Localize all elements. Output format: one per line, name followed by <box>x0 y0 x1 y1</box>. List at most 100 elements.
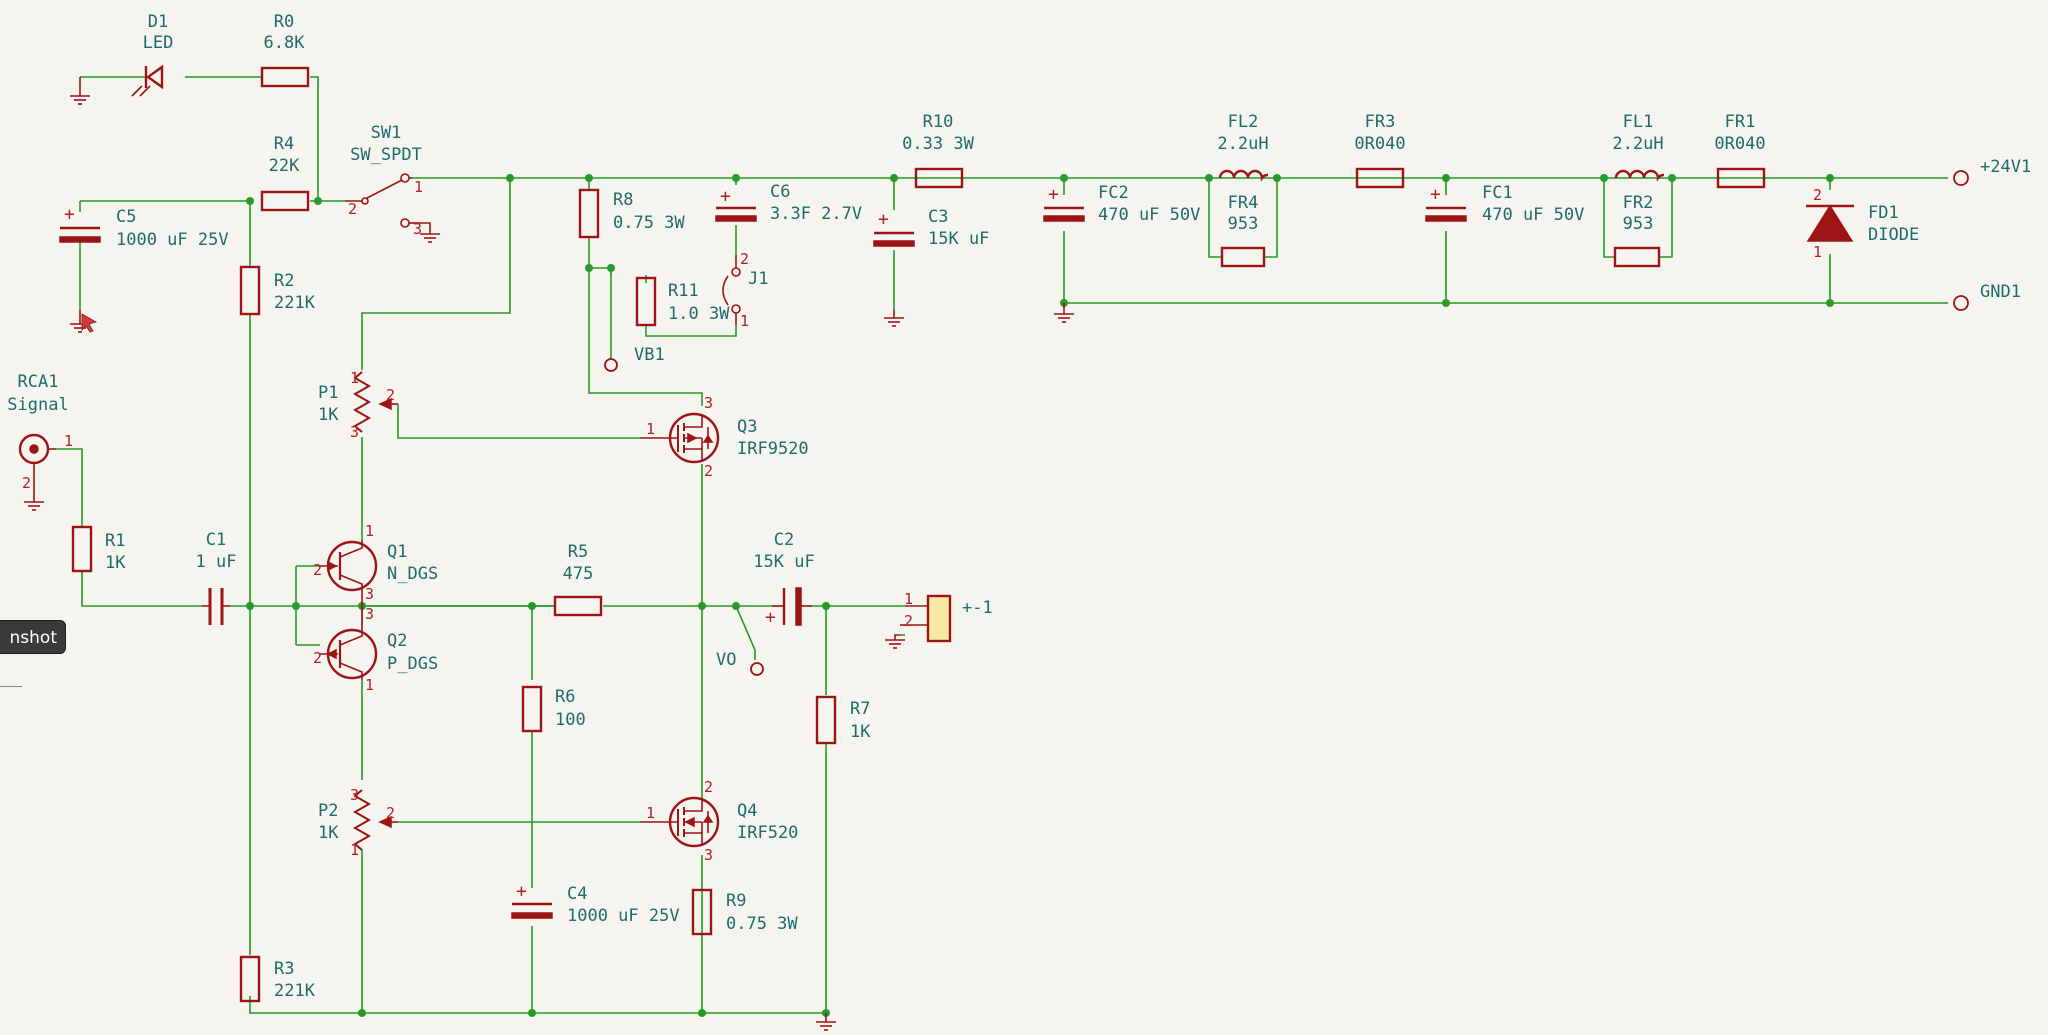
q2-ref: Q2 <box>387 631 407 651</box>
mosfet-q3[interactable]: 1 3 2 Q3 IRF9520 <box>640 394 809 480</box>
resistor-r11[interactable]: R11 1.0 3W <box>635 276 730 327</box>
q2-pin3: 3 <box>365 605 374 623</box>
sw1-pin1: 1 <box>414 178 423 196</box>
capacitor-fc2[interactable]: + FC2 470 uF 50V <box>1043 183 1200 225</box>
sw1-ref: SW1 <box>371 123 402 143</box>
q3-pin3: 3 <box>704 394 713 412</box>
rca1-value: Signal <box>7 395 68 415</box>
transistor-q1[interactable]: 2 1 3 Q1 N_DGS <box>313 522 438 606</box>
fc2-ref: FC2 <box>1098 183 1129 203</box>
capacitor-c3[interactable]: + C3 15K uF <box>873 207 989 249</box>
resistor-r8[interactable]: R8 0.75 3W <box>578 188 685 239</box>
diode-fd1[interactable]: 2 1 FD1 DIODE <box>1806 186 1919 261</box>
rca1-pin1: 1 <box>64 432 73 450</box>
testpoint-vo[interactable]: VO <box>716 650 764 676</box>
fd1-pin1: 1 <box>1813 243 1822 261</box>
fl1-value: 2.2uH <box>1612 134 1663 154</box>
net-gnd-label: GND1 <box>1980 282 2021 302</box>
fc1-ref: FC1 <box>1482 183 1513 203</box>
resistor-r3[interactable]: R3 221K <box>239 955 316 1003</box>
r11-ref: R11 <box>668 281 699 301</box>
jumper-j1[interactable]: 2 1 J1 <box>722 250 768 330</box>
resistor-r6[interactable]: R6 100 <box>521 685 586 733</box>
resistor-r4[interactable]: R4 22K <box>260 134 310 212</box>
r2-value: 221K <box>274 293 316 313</box>
ground-symbol <box>884 310 904 327</box>
potentiometer-p1[interactable]: 1 2 3 P1 1K <box>318 369 398 441</box>
screenshot-button[interactable]: nshot <box>0 620 66 654</box>
r11-value: 1.0 3W <box>668 304 730 324</box>
sw1-pin2: 2 <box>348 200 357 218</box>
c5-ref: C5 <box>116 207 136 227</box>
q1-pin2: 2 <box>313 561 322 579</box>
r6-value: 100 <box>555 710 586 730</box>
resistor-r9[interactable]: R9 0.75 3W <box>691 888 798 936</box>
resistor-fr4[interactable]: FR4 953 <box>1220 193 1266 268</box>
resistor-fr1[interactable]: FR1 0R040 <box>1714 112 1766 189</box>
svg-text:+: + <box>878 209 889 230</box>
mosfet-q4[interactable]: 1 2 3 Q4 IRF520 <box>640 778 798 864</box>
resistor-r5[interactable]: R5 475 <box>553 542 603 617</box>
c3-value: 15K uF <box>928 229 989 249</box>
q1-pin3: 3 <box>365 585 374 603</box>
resistor-fr3[interactable]: FR3 0R040 <box>1354 112 1406 189</box>
d1-value: LED <box>143 33 174 53</box>
r7-value: 1K <box>850 722 871 742</box>
r3-ref: R3 <box>274 959 294 979</box>
p1-pin1: 1 <box>350 369 359 387</box>
r0-ref: R0 <box>274 12 294 32</box>
resistor-r0[interactable]: R0 6.8K <box>260 12 310 88</box>
r7-ref: R7 <box>850 699 870 719</box>
resistor-fr2[interactable]: FR2 953 <box>1613 193 1661 268</box>
capacitor-c1[interactable]: C1 1 uF <box>196 530 237 625</box>
c4-ref: C4 <box>567 884 587 904</box>
terminal-pos[interactable]: +24V1 <box>1953 157 2031 186</box>
fr2-ref: FR2 <box>1623 193 1654 213</box>
fl1-ref: FL1 <box>1623 112 1654 132</box>
fr1-ref: FR1 <box>1725 112 1756 132</box>
switch-sw1[interactable]: 2 1 3 SW1 SW_SPDT <box>345 123 423 238</box>
inductor-fl2[interactable]: FL2 2.2uH <box>1217 112 1269 182</box>
fd1-pin2: 2 <box>1813 186 1822 204</box>
resistor-r1[interactable]: R1 1K <box>71 525 126 573</box>
q4-pin3: 3 <box>704 846 713 864</box>
led-d1[interactable]: D1 LED <box>131 12 174 97</box>
potentiometer-p2[interactable]: 3 2 1 P2 1K <box>318 786 398 859</box>
rca-connector-rca1[interactable]: 1 2 RCA1 Signal <box>7 372 73 492</box>
p1-value: 1K <box>318 405 339 425</box>
resistor-r2[interactable]: R2 221K <box>239 265 316 316</box>
capacitor-c4[interactable]: + C4 1000 uF 25V <box>511 881 680 926</box>
r8-value: 0.75 3W <box>613 213 685 233</box>
output-pin2: 2 <box>904 612 913 630</box>
net-pos-label: +24V1 <box>1980 157 2031 177</box>
q3-value: IRF9520 <box>737 439 809 459</box>
fl2-value: 2.2uH <box>1217 134 1268 154</box>
ground-symbol <box>420 222 440 243</box>
transistor-q2[interactable]: 2 3 1 Q2 P_DGS <box>313 605 438 694</box>
svg-text:+: + <box>64 204 75 225</box>
resistor-r10[interactable]: R10 0.33 3W <box>902 112 975 189</box>
terminal-gnd[interactable]: GND1 <box>1953 282 2021 311</box>
capacitor-c5[interactable]: + C5 1000 uF 25V <box>59 204 229 250</box>
p2-pin1: 1 <box>350 841 359 859</box>
fr3-value: 0R040 <box>1354 134 1405 154</box>
q2-pin1: 1 <box>365 676 374 694</box>
rca1-ref: RCA1 <box>18 372 59 392</box>
c6-ref: C6 <box>770 182 790 202</box>
q2-pin2: 2 <box>313 649 322 667</box>
resistor-r7[interactable]: R7 1K <box>815 695 871 745</box>
connector-output[interactable]: 1 2 +-1 <box>900 590 993 643</box>
capacitor-c2[interactable]: + C2 15K uF <box>753 530 814 628</box>
rca1-pin2: 2 <box>22 474 31 492</box>
output-ref: +-1 <box>962 598 993 618</box>
testpoint-vb1[interactable]: VB1 <box>604 345 665 372</box>
ground-symbol <box>70 77 90 105</box>
capacitor-c6[interactable]: + C6 3.3F 2.7V <box>715 182 862 224</box>
r10-ref: R10 <box>923 112 954 132</box>
inductor-fl1[interactable]: FL1 2.2uH <box>1612 112 1665 182</box>
capacitor-fc1[interactable]: + FC1 470 uF 50V <box>1425 183 1584 225</box>
q4-value: IRF520 <box>737 823 798 843</box>
c1-ref: C1 <box>206 530 226 550</box>
vo-ref: VO <box>716 650 736 670</box>
